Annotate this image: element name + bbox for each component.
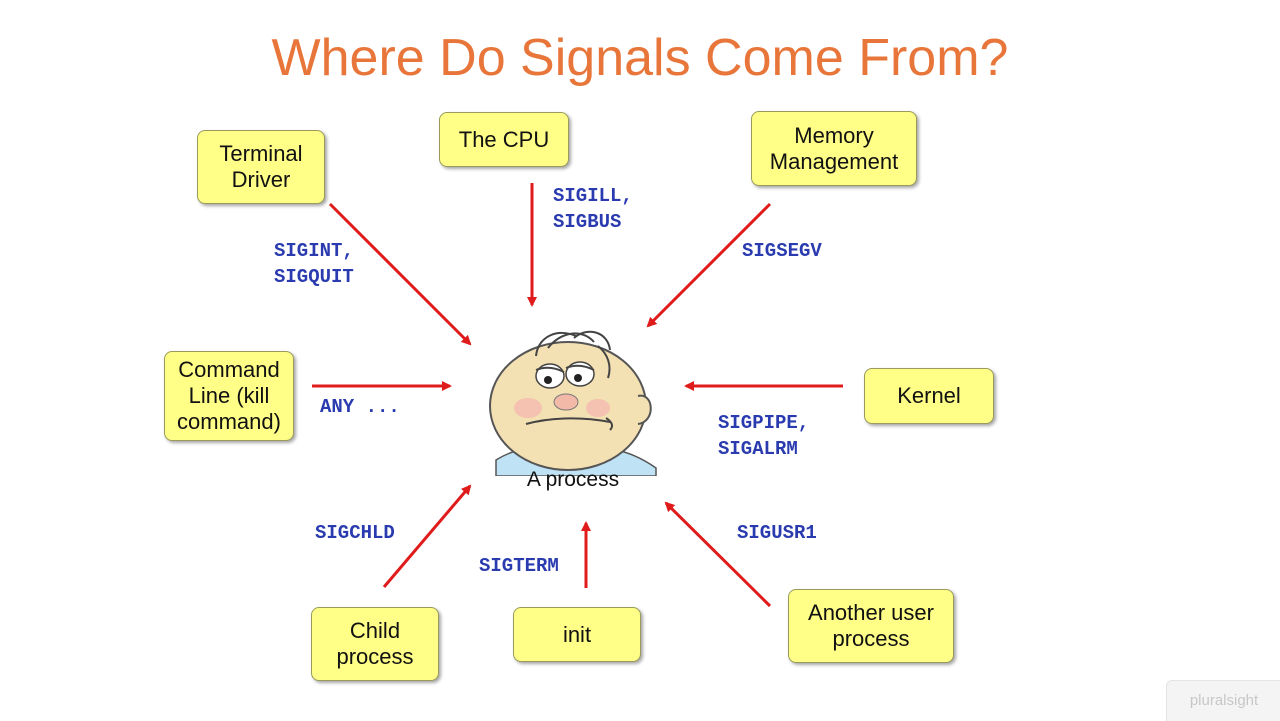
pluralsight-watermark: pluralsight: [1166, 680, 1280, 721]
arrow-memory-management: [646, 202, 772, 328]
box-kernel: Kernel: [864, 368, 994, 424]
arrow-another-user-process: [664, 501, 772, 608]
process-caption: A process: [526, 468, 620, 491]
signals-kernel: SIGPIPE, SIGALRM: [718, 412, 810, 460]
arrow-child-process: [382, 484, 472, 588]
box-memory-management: Memory Management: [751, 111, 917, 186]
signals-terminal-driver: SIGINT, SIGQUIT: [274, 240, 354, 288]
signals-another-user-process: SIGUSR1: [737, 522, 817, 544]
box-command-line: Command Line (kill command): [164, 351, 294, 441]
signals-cpu: SIGILL, SIGBUS: [553, 185, 633, 233]
signals-command-line: ANY ...: [320, 396, 400, 418]
box-init: init: [513, 607, 641, 662]
signals-child-process: SIGCHLD: [315, 522, 395, 544]
signals-init: SIGTERM: [479, 555, 559, 577]
box-another-user-process: Another user process: [788, 589, 954, 663]
slide-title: Where Do Signals Come From?: [271, 29, 1009, 87]
box-child-process: Child process: [311, 607, 439, 681]
box-terminal-driver: Terminal Driver: [197, 130, 325, 204]
arrow-terminal-driver: [328, 202, 472, 346]
process-face-illustration: [489, 330, 657, 476]
box-the-cpu: The CPU: [439, 112, 569, 167]
signals-memory-management: SIGSEGV: [742, 240, 822, 262]
